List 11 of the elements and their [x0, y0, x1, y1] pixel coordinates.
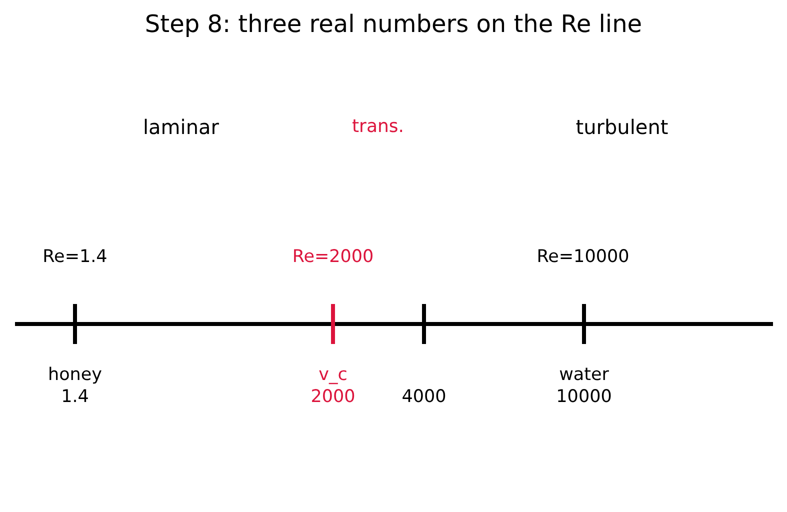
tick-label: v_c 2000 [310, 364, 356, 408]
value-label: Re=10000 [536, 246, 630, 268]
value-label: Re=1.4 [42, 246, 108, 268]
chart-title: Step 8: three real numbers on the Re line [144, 10, 644, 39]
value-label: Re=2000 [292, 246, 374, 268]
region-label: laminar [143, 116, 219, 138]
region-label: trans. [352, 116, 404, 138]
tick-label: honey 1.4 [48, 364, 102, 408]
region-label: turbulent [576, 116, 668, 138]
tick-label: 4000 [402, 386, 446, 408]
tick-label: water 10000 [556, 364, 612, 408]
